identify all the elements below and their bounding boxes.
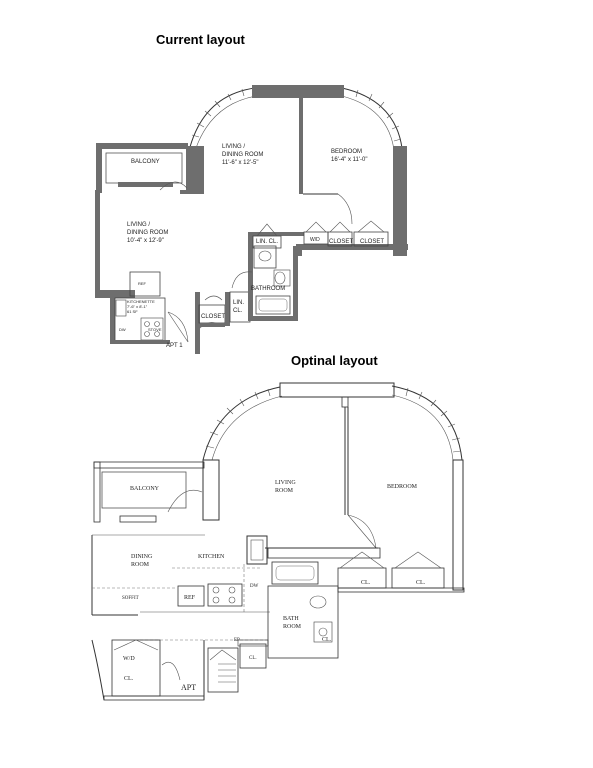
current-living-upper-label-2: DINING ROOM [222, 152, 263, 158]
current-stove-label: STOVE [148, 327, 162, 332]
optimal-apt-label: APT [181, 683, 196, 692]
current-bathroom-label: BATHROOM [251, 286, 285, 292]
current-lin-cl-lower-label: LIN. [233, 300, 244, 306]
optimal-cl-a-label: CL. [361, 580, 371, 586]
current-living-lower-label: LIVING / [127, 222, 150, 228]
optimal-kitchen-label: KITCHEN [198, 554, 225, 560]
current-living-upper-label: LIVING / [222, 144, 245, 150]
optimal-cl-c-label: CL. [322, 637, 332, 643]
current-layout-heading: Current layout [156, 32, 245, 47]
optimal-living-label: LIVING [275, 480, 296, 486]
optimal-cl-b-label: CL. [416, 580, 426, 586]
current-lin-cl-upper-label: LIN. CL. [256, 239, 278, 245]
current-living-lower-label-2: DINING ROOM [127, 230, 168, 236]
current-kitchenette-label: KITCHENETTE [127, 299, 155, 304]
current-apt-label: APT 1 [166, 343, 183, 349]
current-floor-plan: BALCONY LIVING / DINING ROOM 11'-6" x 12… [95, 85, 408, 354]
current-closet-b-label: CLOSET [360, 239, 384, 245]
optimal-dw-label: DW [250, 584, 259, 589]
optimal-cl-e-label: CL. [124, 676, 134, 682]
current-dw-label: DW [119, 327, 126, 332]
current-closet-a-label: CLOSET [329, 239, 353, 245]
optimal-ep-label: EP [234, 638, 240, 643]
current-living-upper-dims: 11'-6" x 12'-5" [222, 160, 258, 166]
current-lin-cl-lower-label-2: CL. [233, 308, 243, 314]
optimal-dining-label-2: ROOM [131, 562, 150, 568]
current-bedroom-label: BEDROOM [331, 149, 362, 155]
current-kitchenette-area: 61 SF [127, 309, 138, 314]
optimal-cl-d-label: CL. [249, 656, 257, 661]
optimal-bath-label: BATH [283, 616, 299, 622]
optimal-layout-heading: Optinal layout [291, 353, 378, 368]
current-bedroom-dims: 16'-4" x 11'-0" [331, 157, 367, 163]
optimal-dining-label: DINING [131, 554, 153, 560]
current-living-lower-dims: 10'-4" x 12'-9" [127, 238, 164, 244]
current-wd-label: W/D [310, 237, 320, 243]
optimal-living-label-2: ROOM [275, 488, 294, 494]
optimal-balcony-label: BALCONY [130, 486, 160, 492]
optimal-soffit-label: SOFFIT [122, 596, 139, 601]
current-balcony-label: BALCONY [131, 159, 160, 165]
optimal-bedroom-label: BEDROOM [387, 484, 418, 490]
optimal-floor-plan: LIVING ROOM BEDROOM BALCONY DINING ROOM … [91, 382, 465, 701]
optimal-bath-label-2: ROOM [283, 624, 302, 630]
current-closet-c-label: CLOSET [201, 314, 225, 320]
current-kitchenette-dims: 7'-6" x 8'-1" [127, 304, 148, 309]
optimal-ref-label: REF [184, 595, 196, 601]
current-ref-label: REF [138, 281, 147, 286]
optimal-wd-label: W/D [123, 656, 135, 662]
